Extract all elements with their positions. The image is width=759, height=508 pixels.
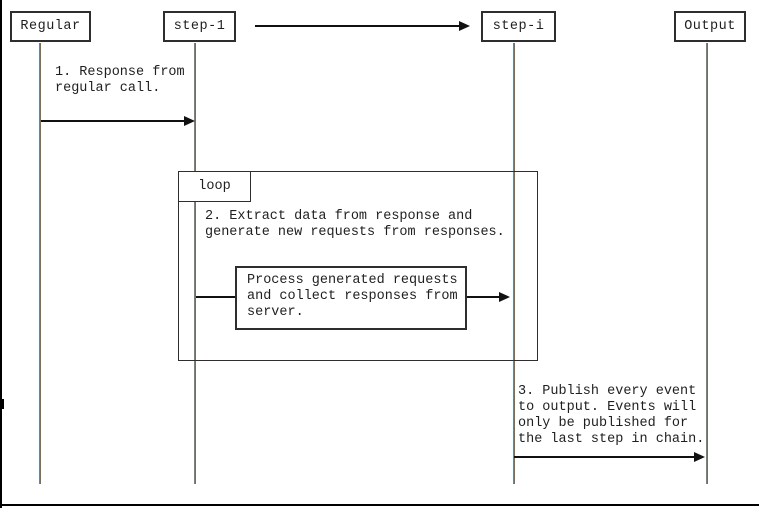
left-edge-notch bbox=[0, 399, 4, 409]
message-3-arrowhead-icon bbox=[694, 452, 705, 462]
message-1-line bbox=[41, 120, 185, 122]
actor-label-step-1: step-1 bbox=[173, 19, 226, 34]
process-right-arrow-line bbox=[467, 296, 500, 298]
lifeline-step-i bbox=[513, 43, 515, 484]
message-3-text: 3. Publish every event to output. Events… bbox=[518, 384, 705, 447]
loop-label: loop bbox=[198, 179, 231, 194]
chain-arrowhead-icon bbox=[459, 21, 470, 31]
lifeline-output bbox=[706, 43, 708, 484]
left-window-edge bbox=[0, 0, 2, 508]
chain-arrow-line bbox=[255, 25, 460, 27]
actor-box-step-i: step-i bbox=[481, 11, 556, 42]
message-2-text: 2. Extract data from response and genera… bbox=[205, 209, 505, 240]
message-1-text: 1. Response from regular call. bbox=[55, 65, 185, 96]
actor-box-step-1: step-1 bbox=[163, 11, 236, 42]
lifeline-step-1 bbox=[194, 43, 196, 484]
loop-fragment: loop bbox=[178, 171, 538, 361]
actor-box-regular: Regular bbox=[10, 11, 91, 42]
process-box: Process generated requests and collect r… bbox=[235, 266, 467, 330]
message-1-arrowhead-icon bbox=[184, 116, 195, 126]
lifeline-regular bbox=[39, 43, 41, 484]
bottom-window-edge bbox=[0, 504, 759, 506]
actor-label-output: Output bbox=[684, 19, 736, 34]
message-3-line bbox=[514, 456, 695, 458]
actor-box-output: Output bbox=[674, 11, 746, 42]
process-arrowhead-icon bbox=[499, 292, 510, 302]
process-left-connector-line bbox=[196, 296, 235, 298]
actor-label-regular: Regular bbox=[20, 19, 81, 34]
actor-label-step-i: step-i bbox=[492, 19, 545, 34]
loop-label-box: loop bbox=[178, 171, 251, 202]
